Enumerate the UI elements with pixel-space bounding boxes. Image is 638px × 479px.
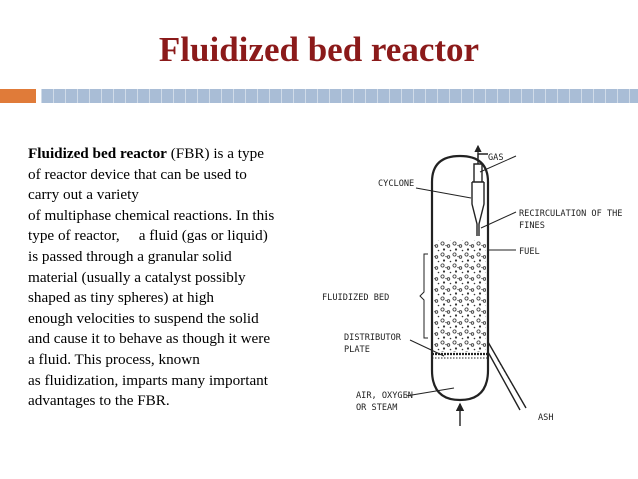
description-line-3: carry out a variety — [28, 186, 139, 204]
label-fines: FINES — [519, 221, 545, 231]
accent-bar-blue — [41, 89, 638, 103]
page-title: Fluidized bed reactor — [158, 30, 480, 69]
description-line-4: of multiphase chemical reactions. In thi… — [28, 206, 275, 224]
accent-bar-orange — [0, 89, 36, 103]
label-recirculation: RECIRCULATION OF THE — [519, 209, 622, 219]
label-distributor: DISTRIBUTOR — [344, 333, 402, 343]
label-air-oxygen: AIR, OXYGEN — [356, 391, 413, 401]
description-line-2: of reactor device that can be used to — [28, 165, 247, 183]
description-line-9: enough velocities to suspend the solid — [28, 309, 259, 327]
reactor-vessel — [430, 154, 490, 402]
reactor-diagram: GAS CYCLONE RECIRCULATION OF THE FINES F… — [322, 144, 622, 426]
description-line-11: a fluid. This process, known — [28, 350, 200, 368]
label-or-steam: OR STEAM — [356, 403, 397, 413]
description-paragraph: Fluidized bed reactor (FBR) is a type of… — [28, 144, 328, 412]
term-bold: Fluidized bed reactor — [28, 145, 167, 162]
description-line-7: material (usually a catalyst possibly — [28, 268, 246, 286]
description-line-1: Fluidized bed reactor (FBR) is a type — [28, 145, 264, 162]
label-fuel: FUEL — [519, 247, 540, 257]
description-line-13: advantages to the FBR. — [28, 392, 170, 410]
description-line-12: as fluidization, imparts many important — [28, 371, 268, 389]
label-plate: PLATE — [344, 345, 370, 355]
fluidized-bed-particles — [434, 240, 486, 352]
label-gas: GAS — [488, 153, 504, 163]
description-line-6: is passed through a granular solid — [28, 247, 232, 265]
label-fluidized-bed: FLUIDIZED BED — [322, 293, 389, 303]
fluidized-bed-bracket — [419, 253, 428, 339]
description-line-10: and cause it to behave as though it were — [28, 330, 271, 348]
description-line-8: shaped as tiny spheres) at high — [28, 289, 215, 307]
label-cyclone: CYCLONE — [378, 179, 414, 189]
ash-discharge-pipe — [487, 341, 527, 411]
description-line-5: type of reactor, a fluid (gas or liquid) — [28, 227, 268, 245]
label-ash: ASH — [538, 413, 554, 423]
